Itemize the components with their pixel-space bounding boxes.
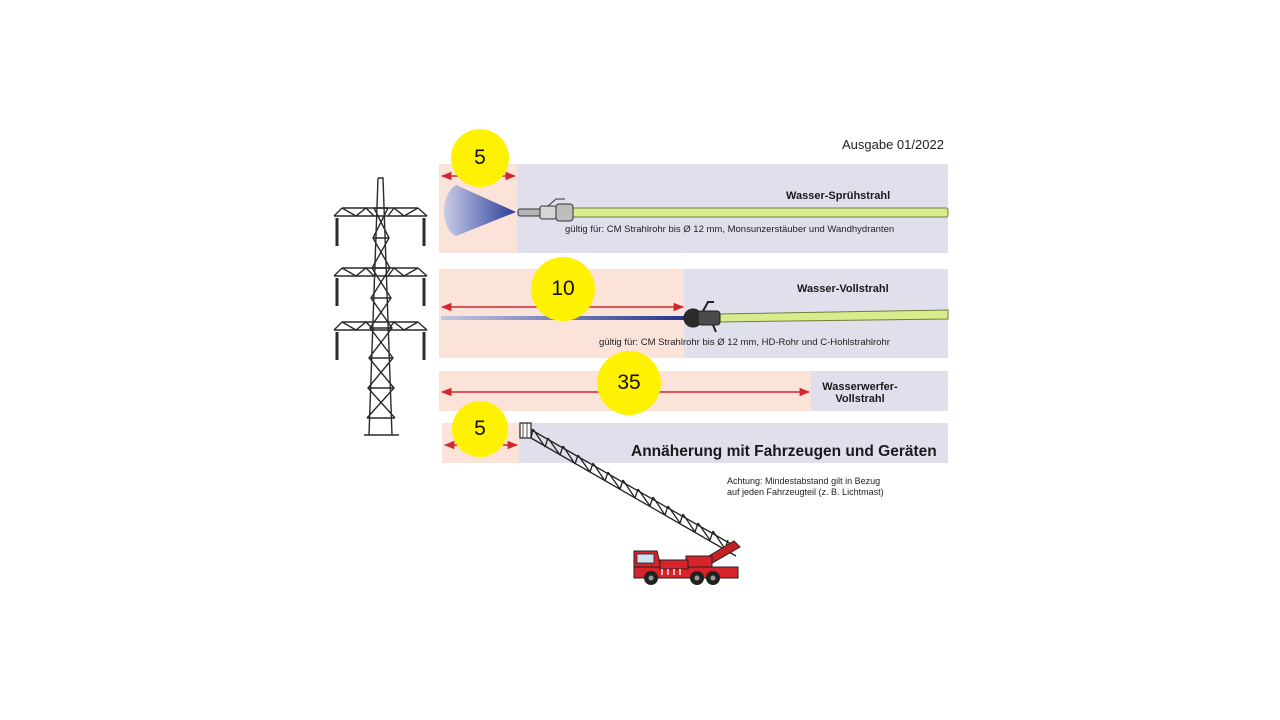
hose xyxy=(570,207,949,218)
jet-nozzle-icon xyxy=(683,301,721,333)
spray-cone xyxy=(444,185,516,236)
band-spray xyxy=(439,164,949,253)
band-water-cannon-label-line1: Wasserwerfer- xyxy=(822,381,898,393)
distance-badge-vehicles: 5 xyxy=(452,401,508,457)
band-water-cannon-label-line2: Vollstrahl xyxy=(835,393,885,405)
band-vehicles-label: Annäherung mit Fahrzeugen und Geräten xyxy=(631,443,937,460)
band-full-jet-note: gültig für: CM Strahlrohr bis Ø 12 mm, H… xyxy=(599,337,890,348)
band-full-jet-label: Wasser-Vollstrahl xyxy=(797,283,889,295)
band-water-cannon xyxy=(439,371,948,411)
band-spray-label: Wasser-Sprühstrahl xyxy=(786,190,891,202)
power-pylon-icon xyxy=(333,177,428,436)
distance-badge-water-cannon: 35 xyxy=(597,351,661,415)
spray-nozzle-icon xyxy=(517,198,574,222)
warning-note-line1: Achtung: Mindestabstand gilt in Bezug xyxy=(727,476,881,486)
distance-badge-full-jet: 10 xyxy=(531,257,595,321)
band-spray-note: gültig für: CM Strahlrohr bis Ø 12 mm, M… xyxy=(565,224,895,235)
turntable-ladder-truck-icon xyxy=(519,422,741,585)
band-full-jet xyxy=(439,269,949,358)
warning-note-line2: auf jeden Fahrzeugteil (z. B. Lichtmast) xyxy=(727,487,884,497)
edition-label: Ausgabe 01/2022 xyxy=(842,137,944,152)
warning-note: Achtung: Mindestabstand gilt in Bezug au… xyxy=(727,476,884,498)
distance-badge-spray: 5 xyxy=(451,129,509,187)
band-water-cannon-label: Wasserwerfer- Vollstrahl xyxy=(814,381,906,405)
